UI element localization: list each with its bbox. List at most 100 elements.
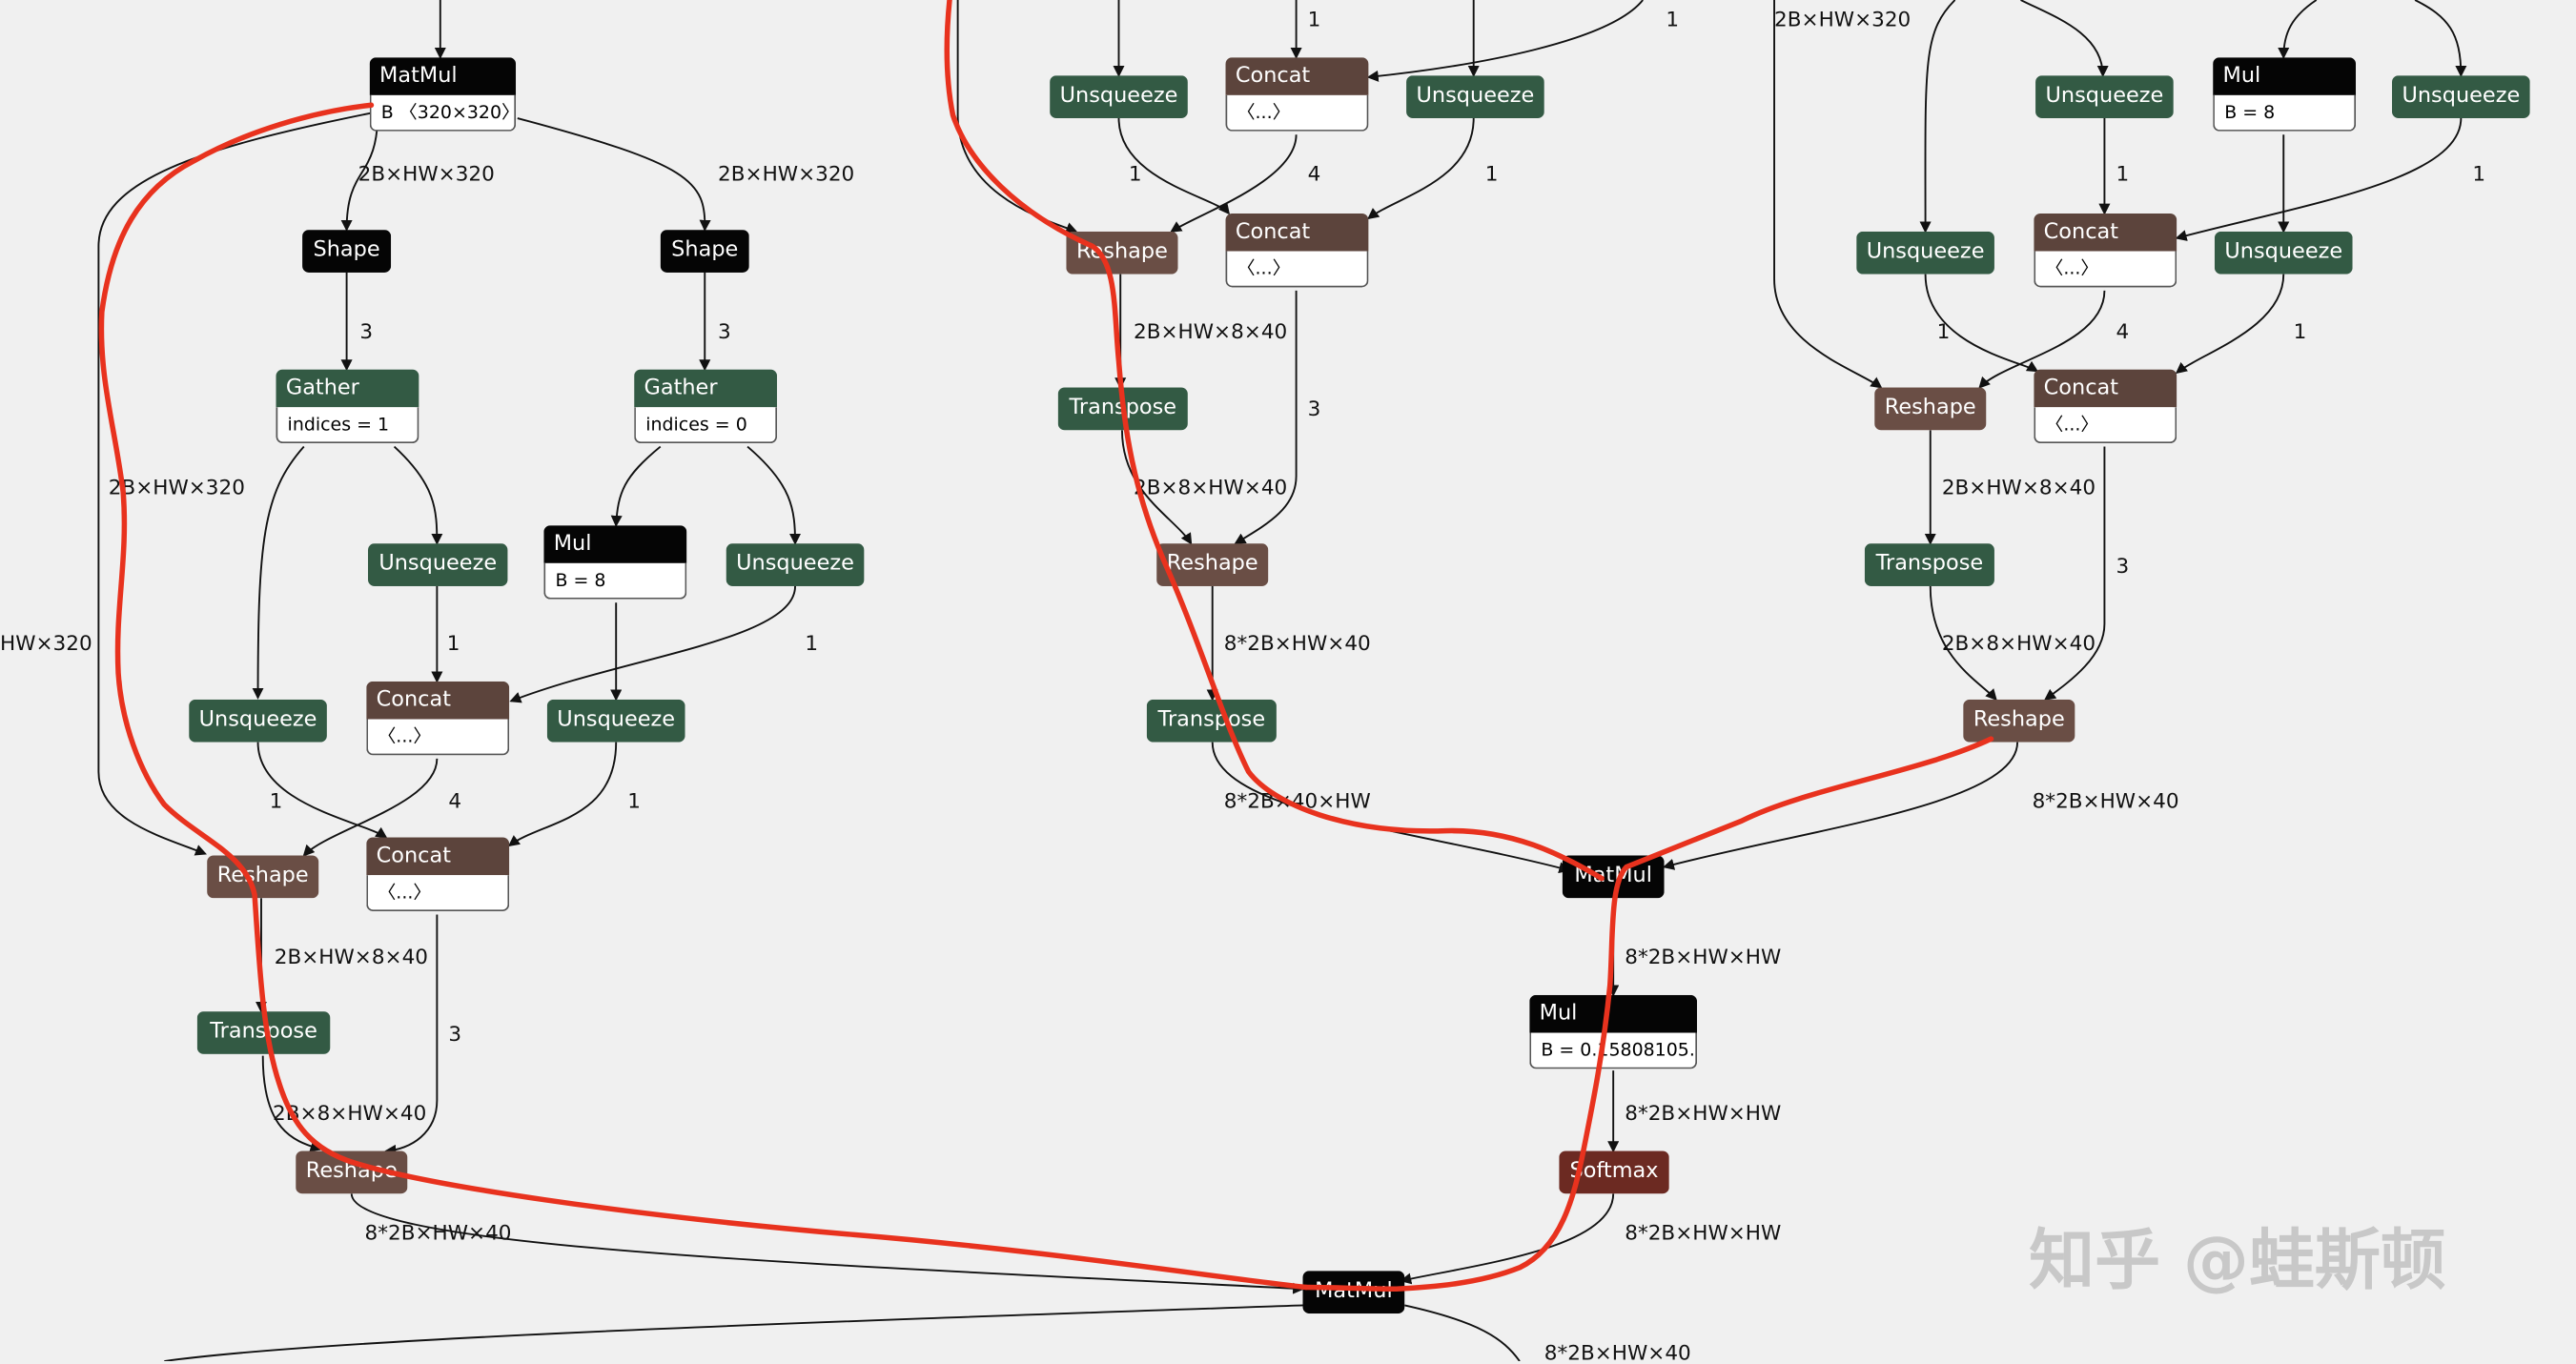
- edge-label: 1: [2472, 160, 2486, 186]
- edge-label: 2B×HW×320: [108, 474, 245, 499]
- edge-label: 2B×HW×8×40: [274, 944, 429, 969]
- reshape-node[interactable]: Reshape: [1874, 387, 1987, 431]
- unsqueeze-node[interactable]: Unsqueeze: [367, 543, 508, 586]
- edge-label: 3: [1307, 396, 1321, 420]
- node-attr: 〈...〉: [366, 719, 510, 756]
- concat-node[interactable]: Concat〈...〉: [2034, 369, 2177, 444]
- concat-node[interactable]: Concat〈...〉: [1225, 57, 1369, 132]
- softmax-node[interactable]: Softmax: [1559, 1150, 1669, 1194]
- node-op-label: Unsqueeze: [367, 543, 508, 586]
- unsqueeze-node[interactable]: Unsqueeze: [2391, 75, 2530, 119]
- node-op-label: Mul: [2213, 57, 2357, 95]
- edge: [2020, 0, 2109, 77]
- node-attr: indices = 0: [634, 407, 778, 444]
- edge: [1919, 0, 1956, 234]
- node-attr: B = 8: [543, 562, 687, 600]
- unsqueeze-node[interactable]: Unsqueeze: [1856, 231, 1994, 275]
- node-op-label: Unsqueeze: [2035, 75, 2174, 119]
- node-op-label: Concat: [2034, 369, 2177, 408]
- edge-label: 1: [627, 787, 641, 813]
- unsqueeze-node[interactable]: Unsqueeze: [1406, 75, 1544, 119]
- edge-label: 1: [2116, 160, 2130, 186]
- concat-node[interactable]: Concat〈...〉: [2034, 213, 2177, 288]
- concat-node[interactable]: Concat〈...〉: [1225, 213, 1369, 288]
- edge-label: 4: [2116, 318, 2130, 344]
- unsqueeze-node[interactable]: Unsqueeze: [2035, 75, 2174, 119]
- edge-label: 1: [805, 630, 819, 656]
- edge-label: 3: [359, 318, 374, 344]
- node-attr: 〈...〉: [2034, 407, 2177, 444]
- edge-label: 1: [1484, 160, 1499, 186]
- edge-label: 2B×HW×320: [358, 160, 495, 186]
- reshape-node[interactable]: Reshape: [1156, 543, 1269, 586]
- edge-label: 1: [1128, 160, 1142, 186]
- edge-label: 1: [1936, 318, 1951, 344]
- node-attr: 〈...〉: [1225, 251, 1369, 288]
- node-op-label: Unsqueeze: [2391, 75, 2530, 119]
- edge: [1773, 0, 1883, 389]
- edge-label: 3: [2116, 553, 2130, 579]
- unsqueeze-node[interactable]: Unsqueeze: [2214, 231, 2353, 275]
- node-op-label: Unsqueeze: [2214, 231, 2353, 275]
- edge-label: 1: [1307, 6, 1321, 31]
- node-op-label: Reshape: [207, 855, 319, 899]
- transpose-node[interactable]: Transpose: [196, 1011, 331, 1054]
- edge-label: 8*2B×HW×HW: [1625, 1100, 1782, 1125]
- edge-label: 2B×8×HW×40: [1134, 474, 1288, 499]
- node-op-label: Unsqueeze: [1406, 75, 1544, 119]
- transpose-node[interactable]: Transpose: [1057, 387, 1188, 431]
- node-op-label: Concat: [366, 837, 510, 876]
- edge: [2414, 0, 2467, 77]
- edge: [2043, 446, 2106, 701]
- concat-node[interactable]: Concat〈...〉: [366, 837, 510, 912]
- node-op-label: Reshape: [1874, 387, 1987, 431]
- node-op-label: MatMul: [1562, 855, 1665, 899]
- node-op-label: Reshape: [1066, 231, 1178, 275]
- edge-label: 3: [718, 318, 731, 344]
- edge-label: 8*2B×HW×HW: [1625, 1219, 1782, 1245]
- edge: [2278, 0, 2318, 60]
- edge-label: 8*2B×HW×40: [2032, 787, 2179, 813]
- node-attr: 〈...〉: [2034, 251, 2177, 288]
- reshape-node[interactable]: Reshape: [1066, 231, 1178, 275]
- edge-label: 2B×HW×8×40: [1134, 318, 1288, 344]
- reshape-node[interactable]: Reshape: [296, 1150, 408, 1194]
- reshape-node[interactable]: Reshape: [207, 855, 319, 899]
- node-op-label: Unsqueeze: [726, 543, 865, 586]
- edge-label: 1: [1666, 6, 1680, 31]
- node-op-label: Gather: [634, 369, 778, 408]
- edge-label: 2B×HW×320: [718, 160, 855, 186]
- edge: [1978, 290, 2106, 389]
- edge-label: 2B×HW×8×40: [1941, 474, 2096, 499]
- edge: [517, 117, 711, 232]
- edge-label: HW×320: [0, 630, 92, 656]
- edge-label: 8*2B×HW×HW: [1625, 944, 1782, 969]
- node-op-label: Transpose: [1057, 387, 1188, 431]
- node-op-label: Unsqueeze: [546, 699, 685, 743]
- unsqueeze-node[interactable]: Unsqueeze: [726, 543, 865, 586]
- matmul-node[interactable]: MatMul: [1562, 855, 1665, 899]
- transpose-node[interactable]: Transpose: [1864, 543, 1994, 586]
- node-op-label: Transpose: [1864, 543, 1994, 586]
- shape-node[interactable]: Shape: [302, 230, 392, 273]
- unsqueeze-node[interactable]: Unsqueeze: [189, 699, 327, 743]
- node-op-label: Mul: [1529, 994, 1698, 1033]
- edge: [509, 585, 796, 703]
- edge-label: 8*2B×HW×40: [1544, 1339, 1691, 1364]
- reshape-node[interactable]: Reshape: [1963, 699, 2075, 743]
- node-attr: indices = 1: [276, 407, 419, 444]
- matmul-node[interactable]: MatMul: [1302, 1271, 1405, 1314]
- transpose-node[interactable]: Transpose: [1146, 699, 1277, 743]
- shape-node[interactable]: Shape: [660, 230, 749, 273]
- unsqueeze-node[interactable]: Unsqueeze: [1050, 75, 1188, 119]
- edge-label: 8*2B×HW×40: [1223, 630, 1371, 656]
- unsqueeze-node[interactable]: Unsqueeze: [546, 699, 685, 743]
- concat-node[interactable]: Concat〈...〉: [366, 681, 510, 756]
- edge: [2175, 274, 2285, 375]
